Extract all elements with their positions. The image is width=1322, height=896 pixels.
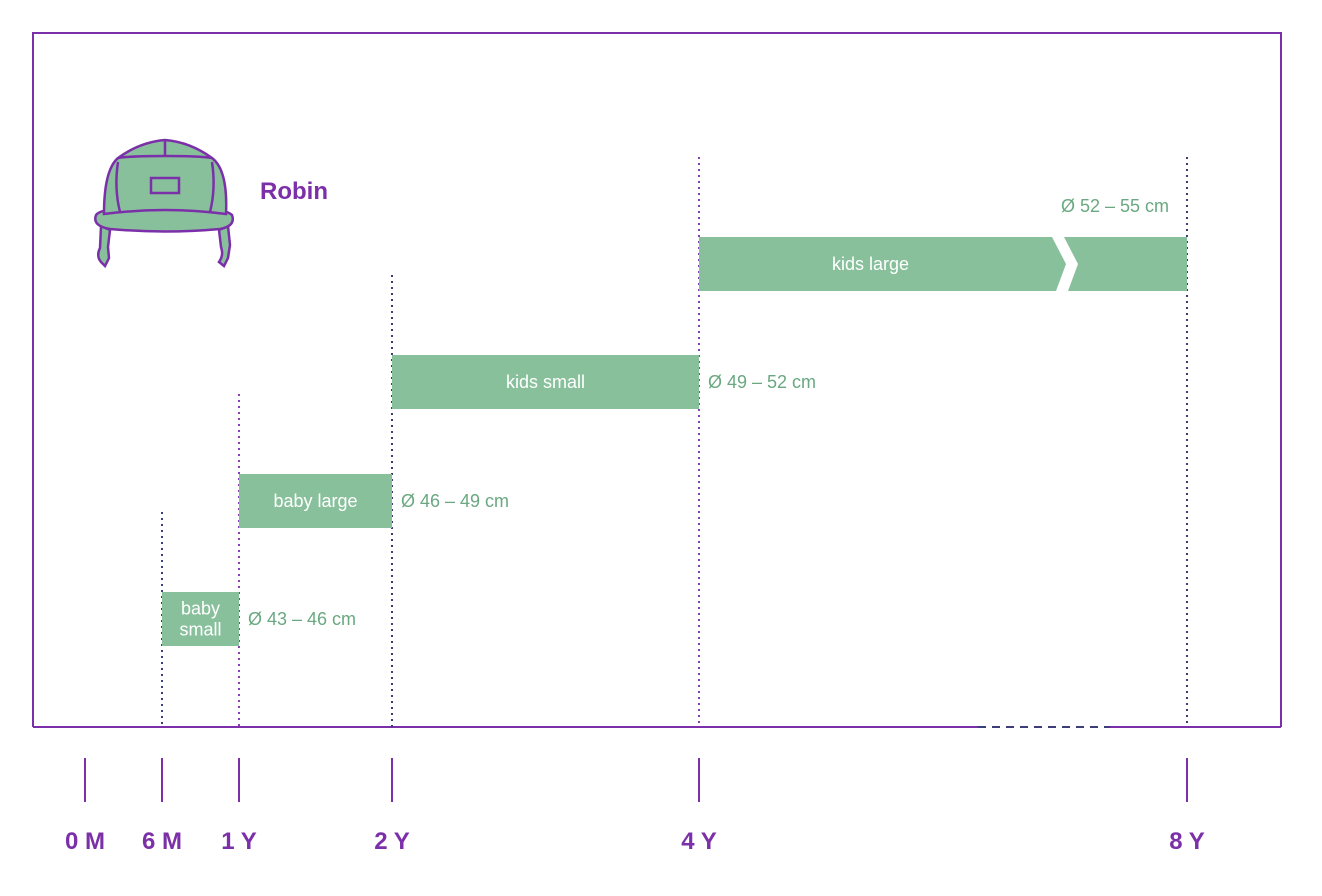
size-bar-baby-large: baby large Ø 46 – 49 cm	[239, 474, 509, 528]
bar	[392, 355, 699, 409]
age-tick-label: 6 M	[142, 828, 182, 855]
age-tick-label: 2 Y	[374, 828, 410, 855]
bar	[699, 237, 1187, 291]
bar-break-mark	[1052, 237, 1078, 291]
age-tick-label: 0 M	[65, 828, 105, 855]
guide-lines	[161, 157, 1188, 727]
bar	[239, 474, 392, 528]
bar	[162, 592, 239, 646]
size-range-label: Ø 46 – 49 cm	[401, 491, 509, 511]
age-tick-label: 4 Y	[681, 828, 717, 855]
size-range-label: Ø 43 – 46 cm	[248, 609, 356, 629]
winter-cap-icon	[94, 138, 234, 269]
size-range-label: Ø 49 – 52 cm	[708, 372, 816, 392]
age-tick-label: 8 Y	[1169, 828, 1205, 855]
chart-frame	[32, 32, 1282, 728]
chart-title: Robin	[260, 178, 328, 205]
bar-label: baby large	[273, 491, 357, 511]
bar-label: kids large	[832, 254, 909, 274]
age-tick-label: 1 Y	[221, 828, 257, 855]
age-axis: 0 M 6 M 1 Y 2 Y 4 Y 8 Y	[65, 758, 1205, 855]
bar-label: small	[179, 620, 221, 640]
size-bar-kids-large: kids large Ø 52 – 55 cm	[699, 196, 1187, 291]
bar-label: baby	[181, 599, 220, 619]
frame-border	[32, 32, 1282, 727]
size-bar-kids-small: kids small Ø 49 – 52 cm	[392, 355, 816, 409]
bar-label: kids small	[506, 372, 585, 392]
size-range-label: Ø 52 – 55 cm	[1061, 196, 1169, 216]
